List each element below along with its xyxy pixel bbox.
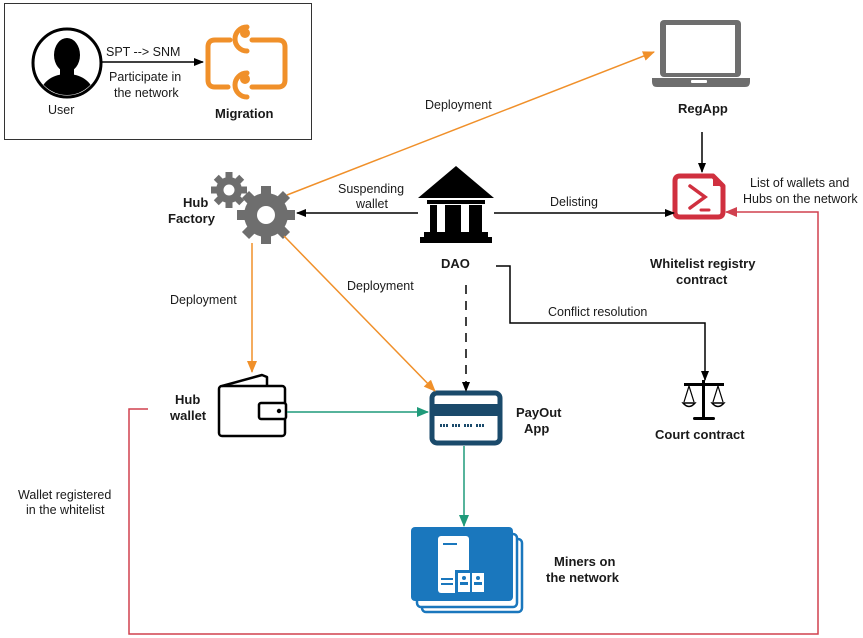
payout-label-2: App	[524, 421, 550, 436]
servers-icon	[411, 527, 524, 614]
contract-terminal-icon	[672, 173, 726, 220]
hub-wallet-label-2: wallet	[170, 408, 207, 423]
edge-label-registered-1: Wallet registered	[18, 488, 112, 502]
edge-label-suspending-2: wallet	[356, 197, 388, 211]
arrow-label-top: SPT --> SNM	[106, 45, 181, 59]
edge-label-list-1: List of wallets and	[750, 176, 850, 190]
edge-label-factory-regapp: Deployment	[425, 98, 492, 112]
edge-label-suspending-1: Suspending	[338, 182, 405, 196]
credit-card-icon	[429, 390, 503, 446]
edge-label-registered-2: in the whitelist	[26, 503, 105, 517]
edge-dao-to-court	[496, 265, 709, 381]
scales-icon	[681, 380, 726, 420]
regapp-label: RegApp	[678, 101, 728, 116]
miners-label-1: Miners on	[554, 554, 616, 569]
arrow-label-bottom-1: Participate in	[109, 70, 182, 84]
dao-label: DAO	[441, 256, 470, 271]
bank-icon	[418, 166, 494, 243]
user-icon	[31, 27, 103, 99]
edge-factory-to-payout	[283, 235, 436, 392]
edge-label-factory-payout: Deployment	[347, 279, 414, 293]
wallet-icon	[217, 373, 288, 438]
arrow-label-bottom-2: the network	[114, 86, 179, 100]
court-label: Court contract	[655, 427, 745, 442]
gears-icon	[211, 172, 295, 244]
migration-label: Migration	[215, 106, 274, 121]
edge-label-conflict: Conflict resolution	[548, 305, 648, 319]
edge-label-factory-wallet: Deployment	[170, 293, 237, 307]
edge-factory-to-regapp	[286, 51, 655, 196]
whitelist-label-2: contract	[676, 272, 728, 287]
hub-factory-label-2: Factory	[168, 211, 215, 226]
hub-wallet-label-1: Hub	[175, 392, 201, 407]
migration-icon	[205, 24, 288, 100]
miners-label-2: the network	[546, 570, 619, 585]
edge-wallet-to-whitelist	[128, 207, 819, 635]
whitelist-label-1: Whitelist registry	[650, 256, 756, 271]
hub-factory-label-1: Hub	[183, 195, 209, 210]
laptop-icon	[652, 20, 750, 87]
edge-label-delisting: Delisting	[550, 195, 598, 209]
user-label: User	[48, 103, 75, 117]
legend-box	[4, 3, 312, 140]
edge-label-list-2: Hubs on the network	[743, 192, 858, 206]
payout-label-1: PayOut	[516, 405, 562, 420]
